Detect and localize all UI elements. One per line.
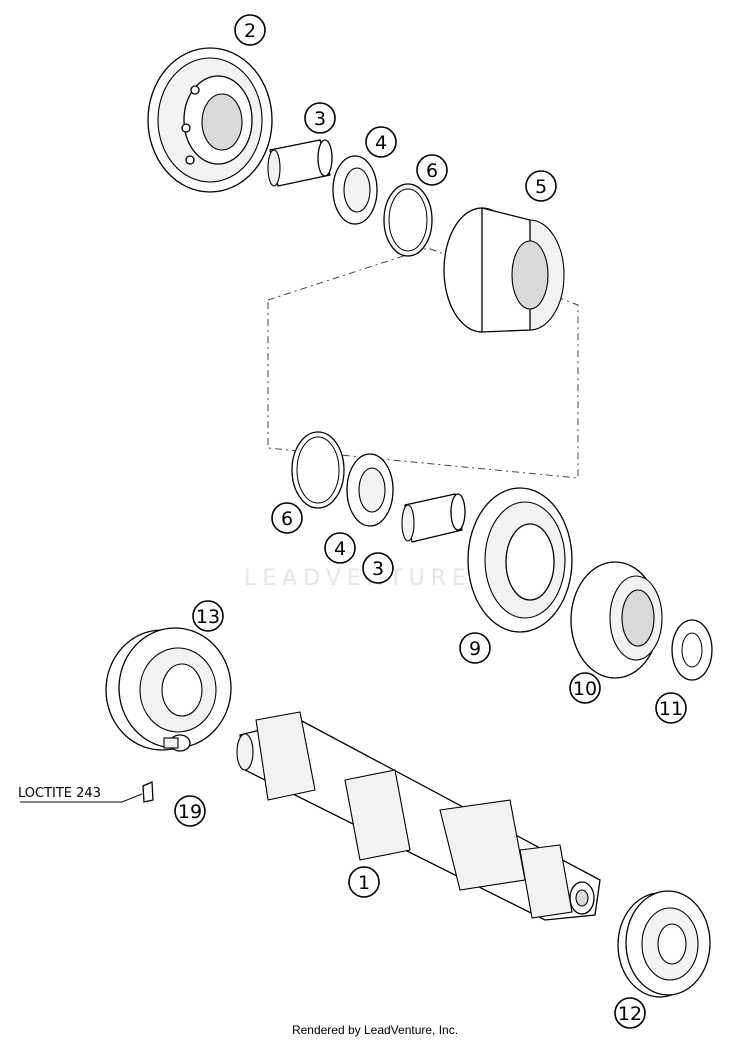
svg-text:6: 6 <box>426 160 438 182</box>
svg-text:13: 13 <box>196 606 220 628</box>
svg-text:3: 3 <box>314 108 326 130</box>
watermark-text: LEADVENTURE <box>244 566 472 591</box>
callout-3-top: 3 <box>304 102 336 134</box>
callout-11: 11 <box>655 692 687 724</box>
svg-text:9: 9 <box>469 638 481 660</box>
gear-5[interactable] <box>443 207 565 333</box>
bearing-13[interactable] <box>105 627 232 751</box>
footer-credit: Rendered by LeadVenture, Inc. <box>291 1023 459 1037</box>
callout-4-top: 4 <box>365 126 397 158</box>
callout-1: 1 <box>348 866 380 898</box>
svg-text:3: 3 <box>372 558 384 580</box>
svg-text:5: 5 <box>535 176 547 198</box>
callout-13: 13 <box>192 600 224 632</box>
svg-text:6: 6 <box>281 508 293 530</box>
gear-2[interactable] <box>147 47 273 193</box>
gear-9[interactable] <box>467 487 573 633</box>
gear-10[interactable] <box>570 561 663 679</box>
callout-4-middle: 4 <box>324 532 356 564</box>
callout-6-top: 6 <box>416 154 448 186</box>
bushing-3-middle[interactable] <box>401 493 466 543</box>
washer-4-middle[interactable] <box>346 453 394 527</box>
callout-9: 9 <box>459 632 491 664</box>
circlip-6-top[interactable] <box>383 183 433 257</box>
callout-19: 19 <box>174 795 206 827</box>
callout-3-middle: 3 <box>362 552 394 584</box>
washer-11[interactable] <box>671 619 713 681</box>
svg-text:1: 1 <box>358 872 370 894</box>
loctite-note: LOCTITE 243 <box>18 786 101 801</box>
callout-2: 2 <box>234 14 266 46</box>
callout-6-middle: 6 <box>271 502 303 534</box>
screw-19[interactable] <box>142 734 191 803</box>
main-shaft-1[interactable] <box>236 711 601 921</box>
loctite-leader-line <box>20 793 143 803</box>
bearing-12[interactable] <box>617 890 711 998</box>
svg-text:4: 4 <box>334 538 346 560</box>
circlip-6-middle[interactable] <box>291 431 345 509</box>
callout-12: 12 <box>614 997 646 1029</box>
washer-4-top[interactable] <box>332 155 378 225</box>
svg-text:2: 2 <box>244 20 256 42</box>
callout-5: 5 <box>525 170 557 202</box>
svg-text:10: 10 <box>573 678 597 700</box>
callout-10: 10 <box>569 672 601 704</box>
assembly-group-outline <box>267 247 579 479</box>
bushing-3-top[interactable] <box>267 139 333 187</box>
svg-text:11: 11 <box>659 698 683 720</box>
svg-text:12: 12 <box>618 1003 642 1025</box>
svg-text:4: 4 <box>375 132 387 154</box>
svg-text:19: 19 <box>178 801 202 823</box>
